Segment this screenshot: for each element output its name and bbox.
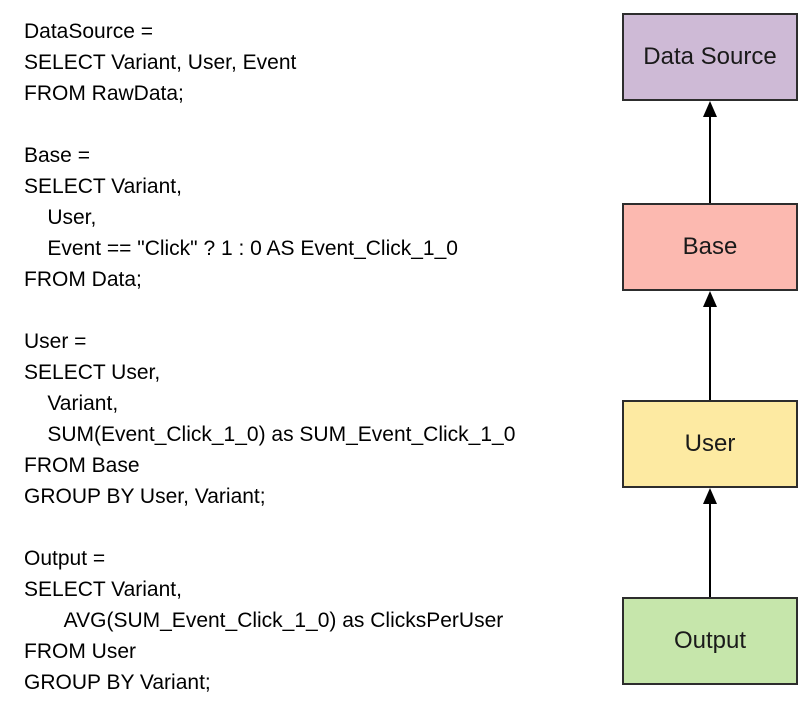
code-line: Output = (24, 547, 106, 570)
code-line: SELECT User, (24, 361, 161, 384)
node-user-label: User (684, 430, 736, 457)
code-section-datasource: DataSource = SELECT Variant, User, Event… (24, 16, 515, 109)
node-data-source: Data Source (622, 13, 798, 101)
node-output-label: Output (673, 627, 747, 654)
code-line: FROM User (24, 640, 136, 663)
arrow-output-to-user (703, 488, 717, 597)
node-base: Base (622, 203, 798, 291)
node-user: User (622, 400, 798, 488)
code-line: Event == "Click" ? 1 : 0 AS Event_Click_… (24, 237, 458, 260)
code-line: GROUP BY Variant; (24, 671, 211, 694)
code-line: Base = (24, 144, 90, 167)
code-line: FROM RawData; (24, 82, 184, 105)
code-section-user: User = SELECT User, Variant, SUM(Event_C… (24, 326, 515, 512)
code-line: DataSource = (24, 20, 153, 43)
code-line: Variant, (24, 392, 119, 415)
code-section-base: Base = SELECT Variant, User, Event == "C… (24, 140, 515, 295)
code-line: User, (24, 206, 97, 229)
code-line: SELECT Variant, (24, 175, 182, 198)
code-panel: DataSource = SELECT Variant, User, Event… (24, 16, 515, 698)
node-data-source-label: Data Source (643, 43, 777, 70)
code-line: AVG(SUM_Event_Click_1_0) as ClicksPerUse… (24, 609, 504, 632)
flowchart: Data Source Base User Output (622, 0, 800, 728)
code-line: FROM Base (24, 454, 140, 477)
arrow-user-to-base (703, 291, 717, 400)
code-line: SUM(Event_Click_1_0) as SUM_Event_Click_… (24, 423, 516, 446)
code-line: SELECT Variant, (24, 578, 182, 601)
node-base-label: Base (682, 233, 738, 260)
code-line: GROUP BY User, Variant; (24, 485, 266, 508)
arrow-base-to-data-source (703, 101, 717, 203)
code-line: FROM Data; (24, 268, 142, 291)
code-section-output: Output = SELECT Variant, AVG(SUM_Event_C… (24, 543, 515, 698)
code-line: SELECT Variant, User, Event (24, 51, 297, 74)
code-line: User = (24, 330, 87, 353)
node-output: Output (622, 597, 798, 685)
